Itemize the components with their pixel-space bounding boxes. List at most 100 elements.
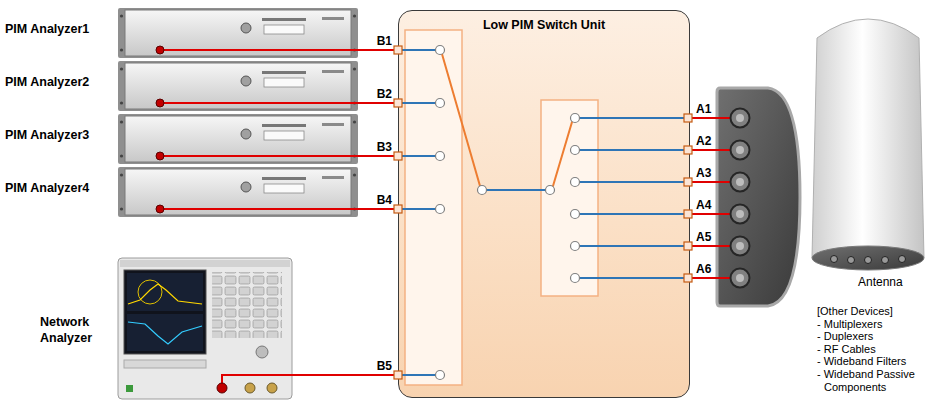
switch-internals bbox=[442, 54, 480, 186]
network-analyzer: Network Analyzer bbox=[40, 256, 292, 400]
network-analyzer-art bbox=[127, 314, 203, 351]
switch-internals bbox=[579, 213, 688, 215]
switch-internals bbox=[398, 208, 436, 210]
switch-internals bbox=[486, 189, 546, 191]
rf-cable bbox=[690, 213, 716, 215]
network-analyzer-art bbox=[118, 258, 292, 399]
antenna-bottom-art bbox=[716, 118, 731, 278]
antenna-bottom-art bbox=[731, 141, 750, 160]
network-analyzer-art bbox=[256, 346, 268, 358]
antenna-radome-art bbox=[812, 19, 924, 258]
switch-internals bbox=[579, 117, 688, 119]
switch-internals bbox=[394, 152, 402, 160]
network-analyzer-art bbox=[124, 360, 206, 368]
network-analyzer-label: Network Analyzer bbox=[40, 314, 114, 346]
port-label: A3 bbox=[696, 166, 711, 180]
pim-analyzer-label: PIM Analyzer4 bbox=[5, 180, 89, 196]
antenna-bottom-art bbox=[731, 109, 750, 128]
switch-internals bbox=[394, 46, 402, 54]
switch-internals bbox=[398, 49, 436, 51]
network-analyzer-art bbox=[128, 322, 202, 344]
pim-analyzer-art bbox=[118, 61, 358, 111]
switch-internals bbox=[684, 274, 692, 282]
switch-internals bbox=[435, 151, 444, 160]
antenna-bottom-art bbox=[736, 210, 744, 218]
rf-cable bbox=[292, 374, 398, 376]
pim-analyzer-label: PIM Analyzer2 bbox=[5, 74, 89, 90]
switch-internals bbox=[684, 242, 692, 250]
antenna-radome-art bbox=[865, 257, 872, 264]
switch-internals bbox=[435, 370, 444, 379]
switch-internals bbox=[684, 114, 692, 122]
switch-internals bbox=[579, 245, 688, 247]
antenna-bottom-art bbox=[716, 277, 731, 279]
antenna-bottom-art bbox=[736, 114, 744, 122]
port-label: B4 bbox=[377, 193, 392, 207]
switch-internals bbox=[570, 273, 579, 282]
antenna-radome-art bbox=[831, 256, 838, 263]
rf-cable bbox=[358, 155, 398, 157]
pim-analyzer: PIM Analyzer1 bbox=[5, 8, 358, 58]
switch-internals bbox=[570, 145, 579, 154]
network-analyzer-art bbox=[267, 383, 277, 393]
pim-analyzer: PIM Analyzer3 bbox=[5, 114, 358, 164]
network-analyzer-art bbox=[222, 375, 292, 388]
switch-internals bbox=[394, 99, 402, 107]
switch-internals bbox=[398, 50, 688, 375]
port-label: A5 bbox=[696, 230, 711, 244]
network-analyzer-art bbox=[217, 383, 227, 393]
switch-internals bbox=[477, 185, 486, 194]
network-analyzer-art bbox=[118, 258, 292, 399]
switch-internals bbox=[579, 181, 688, 183]
antenna-bottom-art bbox=[716, 213, 731, 215]
switch-internals bbox=[398, 102, 436, 104]
switch-internals bbox=[684, 146, 692, 154]
antenna-bottom-art bbox=[716, 181, 731, 183]
switch-internals bbox=[398, 374, 436, 376]
antenna-radome-art bbox=[899, 256, 906, 263]
switch-internals bbox=[435, 45, 579, 379]
antenna-bottom-art bbox=[736, 146, 744, 154]
antenna-radome-art bbox=[831, 256, 906, 264]
switch-internals bbox=[545, 185, 554, 194]
switch-internals bbox=[435, 204, 444, 213]
device-list-item: - RF Cables bbox=[817, 343, 929, 356]
device-list-item: - Duplexers bbox=[817, 330, 929, 343]
port-label: A2 bbox=[696, 134, 711, 148]
antenna-bottom-art bbox=[716, 88, 800, 306]
switch-internals bbox=[579, 277, 688, 279]
pim-analyzer: PIM Analyzer2 bbox=[5, 61, 358, 111]
rf-cable bbox=[690, 277, 716, 279]
antenna-bottom-art bbox=[717, 88, 800, 306]
network-analyzer-art bbox=[212, 272, 282, 338]
switch-internals bbox=[570, 177, 579, 186]
switch-unit-label: Low PIM Switch Unit bbox=[399, 17, 689, 33]
pim-analyzer-art bbox=[118, 167, 358, 217]
switch-internals bbox=[553, 122, 572, 186]
antenna-bottom-art bbox=[731, 173, 750, 192]
antenna: Antenna bbox=[716, 84, 928, 296]
network-analyzer-art bbox=[126, 385, 133, 392]
switch-internals bbox=[684, 178, 692, 186]
switch-internals bbox=[570, 241, 579, 250]
antenna-radome-art bbox=[882, 257, 889, 264]
switch-internals bbox=[398, 155, 436, 157]
rf-cable bbox=[690, 149, 716, 151]
network-analyzer-art bbox=[120, 260, 290, 267]
switch-internals bbox=[394, 46, 692, 379]
switch-unit: Low PIM Switch Unit bbox=[398, 10, 690, 398]
antenna-bottom-art bbox=[731, 205, 750, 224]
rf-cable bbox=[358, 102, 398, 104]
port-label: B2 bbox=[377, 87, 392, 101]
switch-internals bbox=[394, 205, 402, 213]
pim-analyzer-art bbox=[118, 8, 358, 58]
antenna-bottom-art bbox=[731, 237, 750, 256]
pim-analyzer-art bbox=[118, 114, 358, 164]
switch-internals bbox=[435, 45, 444, 54]
antenna-bottom-art bbox=[736, 114, 744, 282]
network-analyzer-art bbox=[128, 284, 202, 304]
rf-cable bbox=[358, 208, 398, 210]
port-label: B5 bbox=[377, 359, 392, 373]
antenna-bottom-art bbox=[736, 242, 744, 250]
